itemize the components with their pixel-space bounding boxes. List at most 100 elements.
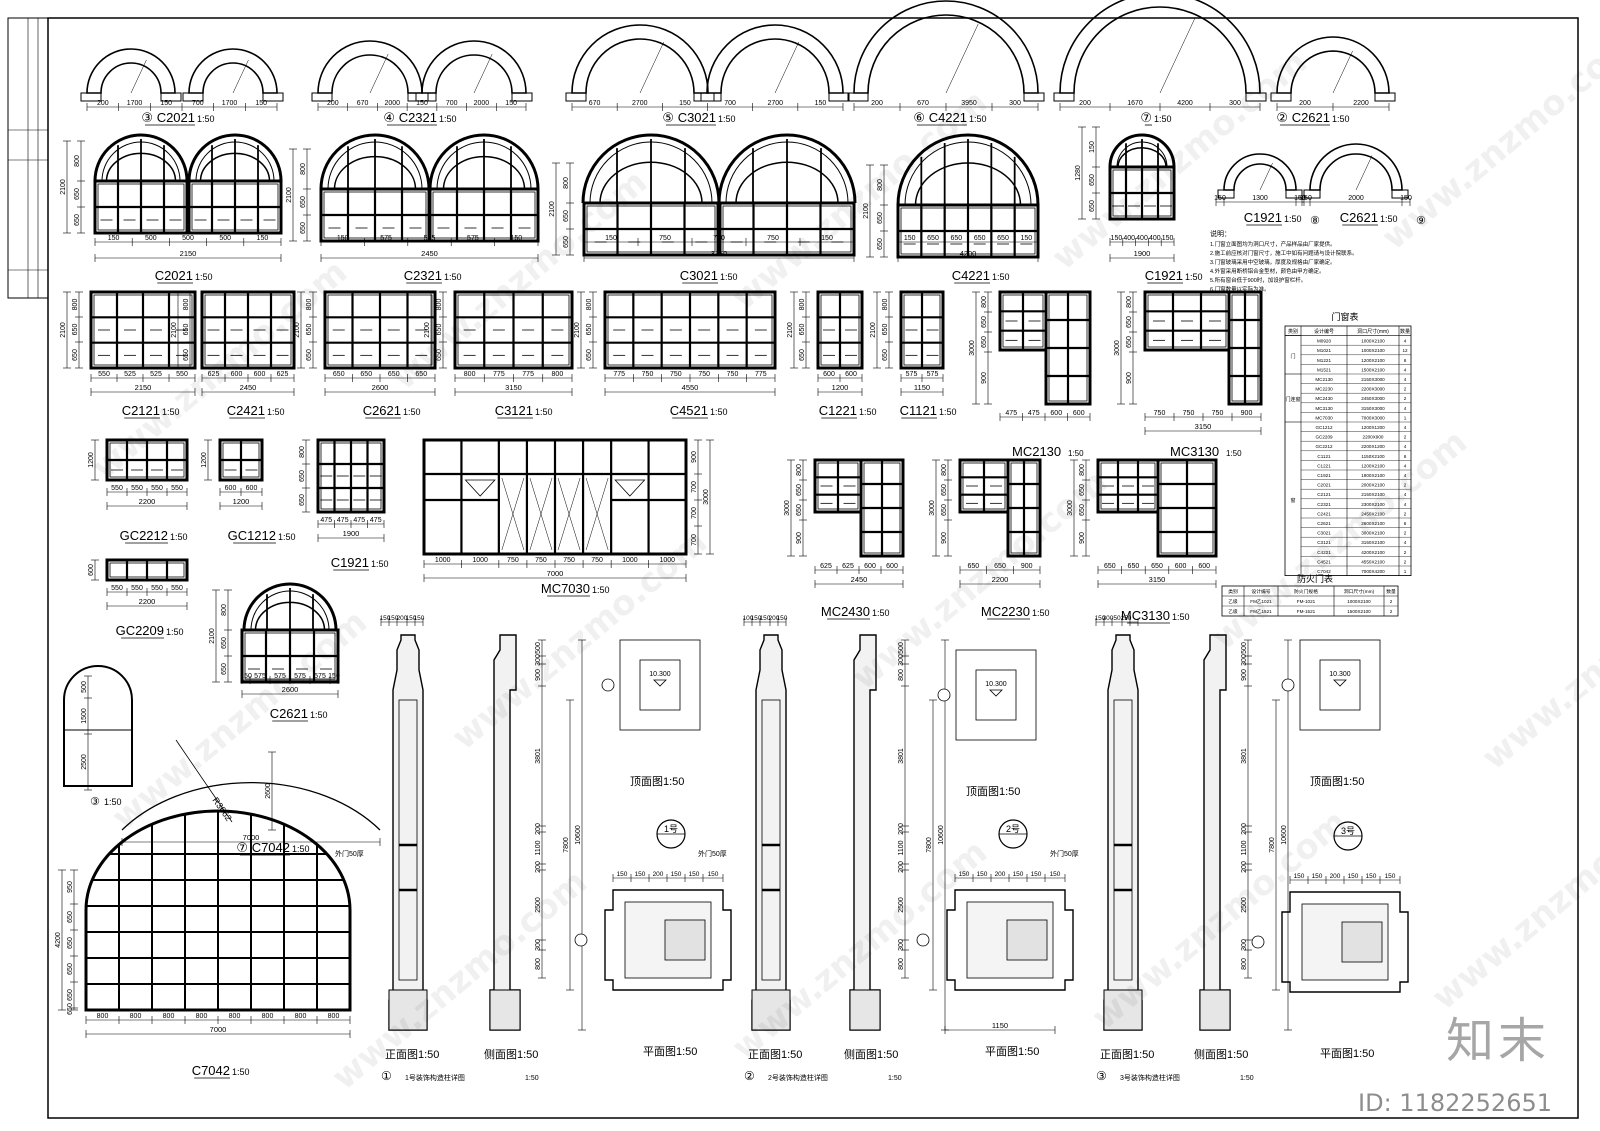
schedule-cell: 4: [1404, 339, 1407, 344]
dim-label: 900: [1241, 669, 1248, 681]
dim-label: 750: [563, 557, 575, 564]
drawing-caption: MC3130: [1170, 444, 1219, 459]
dim-label: 1100: [535, 840, 542, 855]
drawing-scale: 1:50: [939, 407, 957, 417]
dim-label: 300: [898, 939, 905, 951]
schedule-cell: 3150X2100: [1361, 540, 1385, 545]
dim-label: 650: [74, 214, 81, 226]
fire-header: 洞口尺寸(mm): [1344, 588, 1375, 595]
dim-label: 2500: [81, 754, 88, 770]
front-view-label: 正面图1:50: [748, 1048, 802, 1061]
drawing-caption: C1121: [900, 403, 937, 418]
dim-label: 800: [436, 299, 443, 311]
dim-label: 1150: [914, 383, 930, 392]
dim-label: 650: [796, 484, 803, 496]
dim-label: 650: [67, 937, 74, 949]
dim-label: 150: [414, 615, 425, 622]
dim-label: 900: [1021, 563, 1033, 570]
drawing-scale: 1:50: [1284, 214, 1302, 224]
fire-cell: FM乙1521: [1250, 608, 1272, 614]
fire-cell: 1000X2100: [1347, 599, 1371, 604]
schedule-cell: 2300X2100: [1361, 502, 1385, 507]
dim-label: 7000: [210, 1025, 227, 1034]
drawing-caption: C2621: [363, 403, 401, 418]
drawing-caption: MC2230: [981, 604, 1030, 619]
drawing-scale: 1:50: [439, 114, 457, 124]
column-title: 3号装饰构造柱详图: [1120, 1073, 1180, 1082]
schedule-cell: C1221: [1317, 463, 1331, 468]
dim-label: 150: [1089, 141, 1096, 153]
dim-label: 650: [967, 563, 979, 570]
schedule-cell: 2: [1404, 483, 1407, 488]
dim-label: 150: [1385, 873, 1396, 880]
schedule-cell: 4550X2100: [1361, 559, 1385, 564]
drawing-scale: 1:50: [1154, 114, 1172, 124]
top-view-label: 顶面图1:50: [1310, 775, 1364, 788]
dim-label: 300: [1241, 939, 1248, 951]
drawing-scale: 1:50: [1068, 449, 1084, 458]
schedule-cell: 1900X2100: [1361, 473, 1385, 478]
dim-label: 800: [535, 958, 542, 970]
dim-label: 550: [98, 371, 110, 378]
dim-label: 475: [1028, 410, 1040, 417]
drawing-caption: GC2209: [116, 623, 164, 638]
drawing-scale: 1:50: [195, 272, 213, 282]
dim-label: 650: [221, 637, 228, 649]
schedule-cell: C2121: [1317, 492, 1331, 497]
dim-label: 550: [151, 485, 163, 492]
drawing-caption: C2621: [270, 706, 308, 721]
mark-symbol: ⑨: [1416, 215, 1426, 227]
dim-label: 775: [755, 371, 767, 378]
schedule-cell: C2021: [1317, 483, 1331, 488]
dim-label: 7800: [1269, 837, 1276, 853]
dim-label: 650: [306, 349, 313, 361]
drawing-caption: C4521: [670, 403, 708, 418]
fire-header: 类别: [1228, 588, 1238, 595]
dim-label: 150: [1348, 873, 1359, 880]
dim-label: 150: [328, 673, 340, 680]
dim-label: 650: [1104, 563, 1116, 570]
dim-label: 575: [467, 235, 479, 242]
dim-label: 2700: [767, 100, 783, 107]
dim-label: 2600: [265, 783, 272, 799]
dim-label: 300: [535, 939, 542, 951]
dim-label: 500: [182, 235, 194, 242]
schedule-cell: 2: [1404, 531, 1407, 536]
dim-label: 2100: [424, 322, 431, 338]
note-line: 5.所有窗台低于900时，加设护窗栏杆。: [1210, 276, 1306, 284]
dim-label: 800: [563, 177, 570, 189]
dim-label: 1100: [898, 840, 905, 855]
dim-label: 200: [97, 100, 109, 107]
dim-label: 800: [877, 179, 884, 191]
dim-label: 2100: [286, 187, 293, 203]
dim-label: 7000: [547, 569, 564, 578]
dim-label: 2100: [171, 322, 178, 338]
fire-cell: 2: [1390, 609, 1393, 614]
dim-label: 575: [274, 673, 286, 680]
dim-label: 550: [131, 585, 143, 592]
schedule-cell: C3021: [1317, 531, 1331, 536]
schedule-cell: 2: [1404, 511, 1407, 516]
dim-label: 800: [799, 299, 806, 311]
dim-label: 575: [927, 371, 939, 378]
dim-label: 750: [670, 371, 682, 378]
dim-label: 475: [320, 517, 332, 524]
schedule-cell: 6: [1404, 454, 1407, 459]
dim-label: 550: [151, 585, 163, 592]
schedule-cell: 1500X2100: [1361, 367, 1385, 372]
dim-label: 800: [299, 446, 306, 458]
drawing-caption: ⑥ C4221: [913, 110, 967, 125]
dim-label: 2200: [139, 497, 156, 506]
schedule-group: 门: [1290, 353, 1295, 360]
dim-label: 1700: [127, 100, 143, 107]
drawing-scale: 1:50: [197, 114, 215, 124]
schedule-cell: 4: [1404, 377, 1407, 382]
dim-label: 150: [1031, 871, 1042, 878]
drawing-scale: 1:50: [710, 407, 728, 417]
drawing-scale: 1:50: [535, 407, 553, 417]
